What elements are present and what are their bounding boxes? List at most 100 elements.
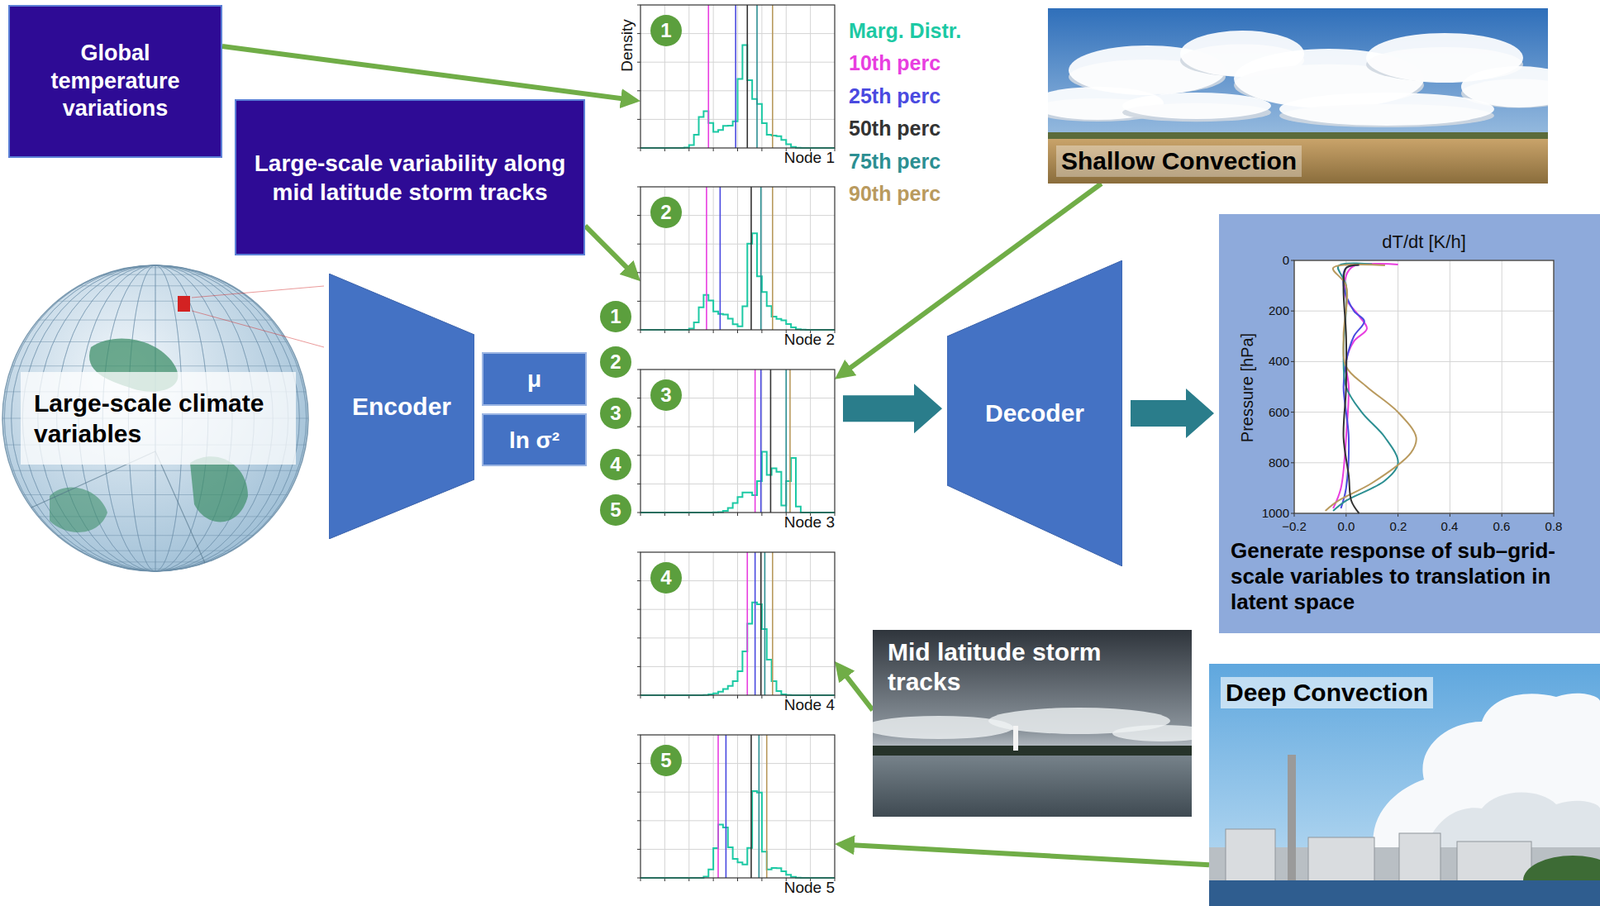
grid-line [640,271,835,273]
globe-parallel [23,341,288,343]
axes-ground [1294,260,1554,514]
percentile-line [764,552,767,696]
legend-label: 90th perc [848,181,941,205]
encoder-trapezoid: Encoder [328,273,475,539]
grid-line [1294,411,1554,413]
grid-line [713,552,715,696]
globe-meridian [11,265,300,572]
legend-label: 75th perc [848,149,941,173]
callout-number: 2 [600,346,632,378]
profile-curve [1343,265,1360,514]
grid-line [785,734,787,878]
percentile-line [760,552,762,696]
grid-line [640,819,835,821]
callout-number: 4 [650,561,682,594]
tick-label: −0.2 [1269,518,1320,535]
axes-frame [640,552,835,696]
percentile-line [734,4,737,148]
globe-parallel [79,285,233,286]
globe-sphere [2,265,309,572]
grid-line [640,243,835,245]
tick-label: 200 [1239,302,1290,320]
legend-label: 50th perc [848,116,941,140]
axes-frame [1294,260,1554,514]
building [1308,837,1375,885]
tick-label: 0.0 [1321,518,1372,535]
grid-line [785,4,787,148]
legend-entry: 90th perc [848,180,941,206]
percentile-line [707,4,710,148]
tick-mark [713,329,715,334]
callout-number: 4 [600,448,632,481]
globe-meridian [4,265,306,572]
grid-line [761,186,762,330]
grid-cell-leader [191,285,324,298]
plot-title: Node 2 [784,330,835,349]
tick-label: 0 [1239,252,1290,269]
box-label: Large-scale climate variables [33,387,283,450]
axis-label: Pressure [hPa] [1237,317,1258,458]
grid-line [761,369,762,513]
grid-line [640,666,835,667]
grid-line [713,369,715,513]
tick-label: 800 [1239,454,1290,472]
grid-line [640,454,835,456]
tick-label: 400 [1239,352,1290,370]
grid-line [688,369,690,513]
grid-line [640,609,835,610]
percentile-line [705,186,708,330]
profile-curve [1333,262,1399,511]
percentile-line [771,4,774,148]
histogram-plot: 2Node 2 [640,186,835,350]
building [1225,828,1276,885]
globe-meridian [11,265,300,572]
profile-curve [1325,264,1417,511]
callout-arrow [841,843,1210,865]
globe-parallel [79,550,233,552]
percentile-line [771,552,774,696]
globe-label-band: Large-scale climate variables [20,371,296,465]
histogram-plot: 4Node 4 [640,552,835,715]
callout-number: 2 [650,196,682,229]
legend-entry: Marg. Distr. [848,18,962,43]
percentile-line [756,4,758,148]
histogram-axes [637,186,835,334]
grid-line [809,552,811,696]
percentile-line [766,734,768,878]
grid-line [809,734,811,878]
grid-line [640,300,835,302]
percentile-line [760,369,762,513]
percentile-line [771,186,774,330]
shoreline [872,745,1192,756]
globe-meridian [4,265,306,572]
legend-label: 25th perc [848,84,941,108]
photo-caption: Shallow Convection [1056,145,1302,177]
percentile-line [746,552,748,696]
globe-land [49,487,108,533]
marginal-distribution [640,451,835,513]
latent-variance-box: ln σ² [481,413,587,467]
input-box: Global temperature variations [8,4,223,158]
grid-cell-leader [191,310,324,348]
callout-arrow [585,225,636,277]
grid-line [688,186,690,330]
globe-parallel [128,266,182,268]
callout-number: 1 [650,14,682,47]
horizon [1047,132,1548,139]
tick-label: 600 [1239,404,1290,421]
block-arrow [1130,388,1215,439]
globe-parallel [38,319,272,321]
tick-label: 1000 [1239,504,1290,522]
globe-parallel [57,300,254,302]
histogram-axes [637,734,835,881]
percentile-line [758,734,761,878]
histogram-plot: 1DensityNode 1 [640,4,835,168]
globe-parallel [103,561,209,562]
legend-entry: 25th perc [848,83,941,109]
callout-number: 5 [600,494,632,526]
grid-line [1294,361,1554,362]
marginal-distribution [640,44,835,148]
water [1209,880,1600,906]
grid-line [761,4,762,148]
